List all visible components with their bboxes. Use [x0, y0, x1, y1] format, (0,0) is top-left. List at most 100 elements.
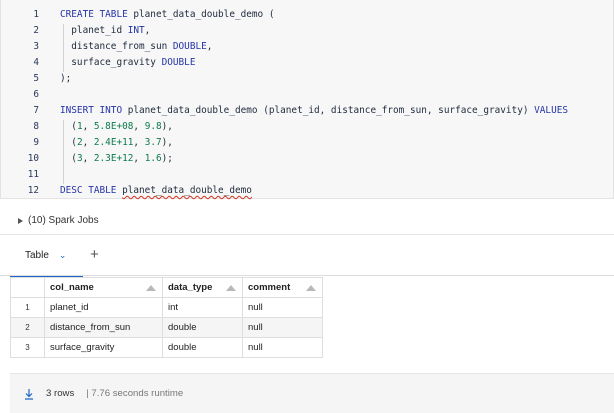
- code-token: CREATE TABLE: [60, 9, 134, 20]
- chevron-down-icon[interactable]: ⌄: [58, 249, 67, 260]
- column-header-col-name[interactable]: col_name: [44, 277, 163, 298]
- code-token: 1: [76, 121, 83, 132]
- code-token: 2: [76, 137, 83, 148]
- result-table: col_name data_type comment 1 planet_id i…: [10, 277, 323, 358]
- cell-data-type[interactable]: double: [162, 337, 243, 358]
- code-token: 3.7: [144, 137, 162, 148]
- code-token: ,: [82, 137, 94, 148]
- cell-comment[interactable]: null: [242, 317, 323, 338]
- spark-jobs-toggle[interactable]: (10) Spark Jobs: [18, 215, 99, 226]
- code-line[interactable]: 6: [1, 87, 614, 103]
- cell-comment[interactable]: null: [242, 297, 323, 318]
- code-line[interactable]: 3 distance_from_sun DOUBLE,: [1, 39, 614, 55]
- code-line[interactable]: 4 surface_gravity DOUBLE: [1, 55, 614, 71]
- result-tabbar: Table ⌄ +: [10, 235, 614, 277]
- code-text: planet_id INT,: [60, 23, 150, 39]
- code-text: INSERT INTO planet_data_double_demo (pla…: [60, 103, 568, 119]
- code-text: );: [60, 71, 71, 87]
- code-token: 3: [76, 153, 83, 164]
- code-line[interactable]: 12 DESC TABLE planet_data_double_demo: [1, 183, 614, 199]
- code-token: );: [161, 153, 173, 164]
- line-number: 2: [33, 25, 39, 36]
- code-token: ),: [161, 121, 173, 132]
- cell-data-type[interactable]: double: [162, 317, 243, 338]
- code-token: DOUBLE: [161, 57, 196, 68]
- table-row[interactable]: 1 planet_id int null: [10, 297, 323, 318]
- code-line[interactable]: 8 (1, 5.8E+08, 9.8),: [1, 119, 614, 135]
- column-header-comment[interactable]: comment: [242, 277, 323, 298]
- code-token: (: [60, 153, 77, 164]
- cell-col-name[interactable]: planet_id: [44, 297, 163, 318]
- row-count: 3 rows: [46, 388, 75, 399]
- code-line[interactable]: 7 INSERT INTO planet_data_double_demo (pl…: [1, 103, 614, 119]
- cell-data-type[interactable]: int: [162, 297, 243, 318]
- expand-triangle-icon: [18, 217, 23, 224]
- spark-jobs-label: (10) Spark Jobs: [28, 215, 99, 226]
- line-number: 1: [33, 9, 39, 20]
- code-text: (2, 2.4E+11, 3.7),: [60, 135, 173, 151]
- download-icon[interactable]: [24, 388, 34, 400]
- code-token: planet_data_double_demo: [122, 185, 252, 196]
- code-token: (: [60, 121, 77, 132]
- line-number: 5: [33, 73, 39, 84]
- code-token: 2.3E+12: [93, 153, 134, 164]
- sort-icon[interactable]: [226, 285, 236, 291]
- code-text: (1, 5.8E+08, 9.8),: [60, 119, 173, 135]
- code-token: ,: [206, 41, 213, 52]
- line-number: 9: [33, 137, 39, 148]
- line-number: 7: [33, 105, 39, 116]
- cell-col-name[interactable]: surface_gravity: [44, 337, 163, 358]
- code-text: DESC TABLE planet_data_double_demo: [60, 183, 252, 199]
- row-number: 1: [10, 297, 45, 318]
- code-token: ,: [82, 153, 94, 164]
- tab-table[interactable]: Table ⌄: [10, 235, 83, 277]
- code-token: INT: [127, 25, 145, 36]
- runtime-label: | 7.76 seconds runtime: [86, 388, 184, 399]
- line-number: 8: [33, 121, 39, 132]
- code-token: DESC TABLE: [60, 185, 123, 196]
- cell-comment[interactable]: null: [242, 337, 323, 358]
- row-number: 2: [10, 317, 45, 338]
- code-line[interactable]: 10 (3, 2.3E+12, 1.6);: [1, 151, 614, 167]
- line-number: 12: [27, 185, 39, 196]
- line-number: 4: [33, 57, 39, 68]
- code-token: 2.4E+11: [93, 137, 134, 148]
- line-number: 6: [33, 89, 39, 100]
- result-panel: Table ⌄ +: [0, 234, 614, 413]
- code-token: 1.6: [144, 153, 162, 164]
- code-token: planet_id: [60, 25, 128, 36]
- code-token: planet_data_double_demo: [127, 105, 258, 116]
- column-header-label: comment: [248, 282, 291, 293]
- sort-icon[interactable]: [306, 285, 316, 291]
- tab-table-label: Table: [25, 249, 49, 261]
- code-token: (: [60, 137, 77, 148]
- code-line[interactable]: 9 (2, 2.4E+11, 3.7),: [1, 135, 614, 151]
- code-text: CREATE TABLE planet_data_double_demo (: [60, 7, 275, 23]
- code-token: planet_data_double_demo: [133, 9, 264, 20]
- code-token: );: [60, 73, 72, 84]
- table-row[interactable]: 2 distance_from_sun double null: [10, 317, 323, 338]
- cell-col-name[interactable]: distance_from_sun: [44, 317, 163, 338]
- code-token: ,: [133, 121, 145, 132]
- column-header-data-type[interactable]: data_type: [162, 277, 243, 298]
- code-token: VALUES: [534, 105, 569, 116]
- code-line[interactable]: 11: [1, 167, 614, 183]
- sort-icon[interactable]: [146, 285, 156, 291]
- code-token: 5.8E+08: [93, 121, 134, 132]
- code-token: (: [263, 9, 275, 20]
- add-tab-button[interactable]: +: [90, 246, 99, 263]
- table-header-row: col_name data_type comment: [10, 277, 323, 298]
- column-header-label: data_type: [168, 282, 213, 293]
- code-token: ),: [161, 137, 173, 148]
- code-token: ,: [144, 25, 151, 36]
- code-token: DOUBLE: [172, 41, 207, 52]
- code-token: 9.8: [144, 121, 162, 132]
- code-line[interactable]: 1 CREATE TABLE planet_data_double_demo (: [1, 7, 614, 23]
- code-line[interactable]: 2 planet_id INT,: [1, 23, 614, 39]
- code-text: distance_from_sun DOUBLE,: [60, 39, 212, 55]
- code-token: INSERT INTO: [60, 105, 128, 116]
- table-row[interactable]: 3 surface_gravity double null: [10, 337, 323, 358]
- code-token: surface_gravity: [60, 57, 162, 68]
- code-line[interactable]: 5);: [1, 71, 614, 87]
